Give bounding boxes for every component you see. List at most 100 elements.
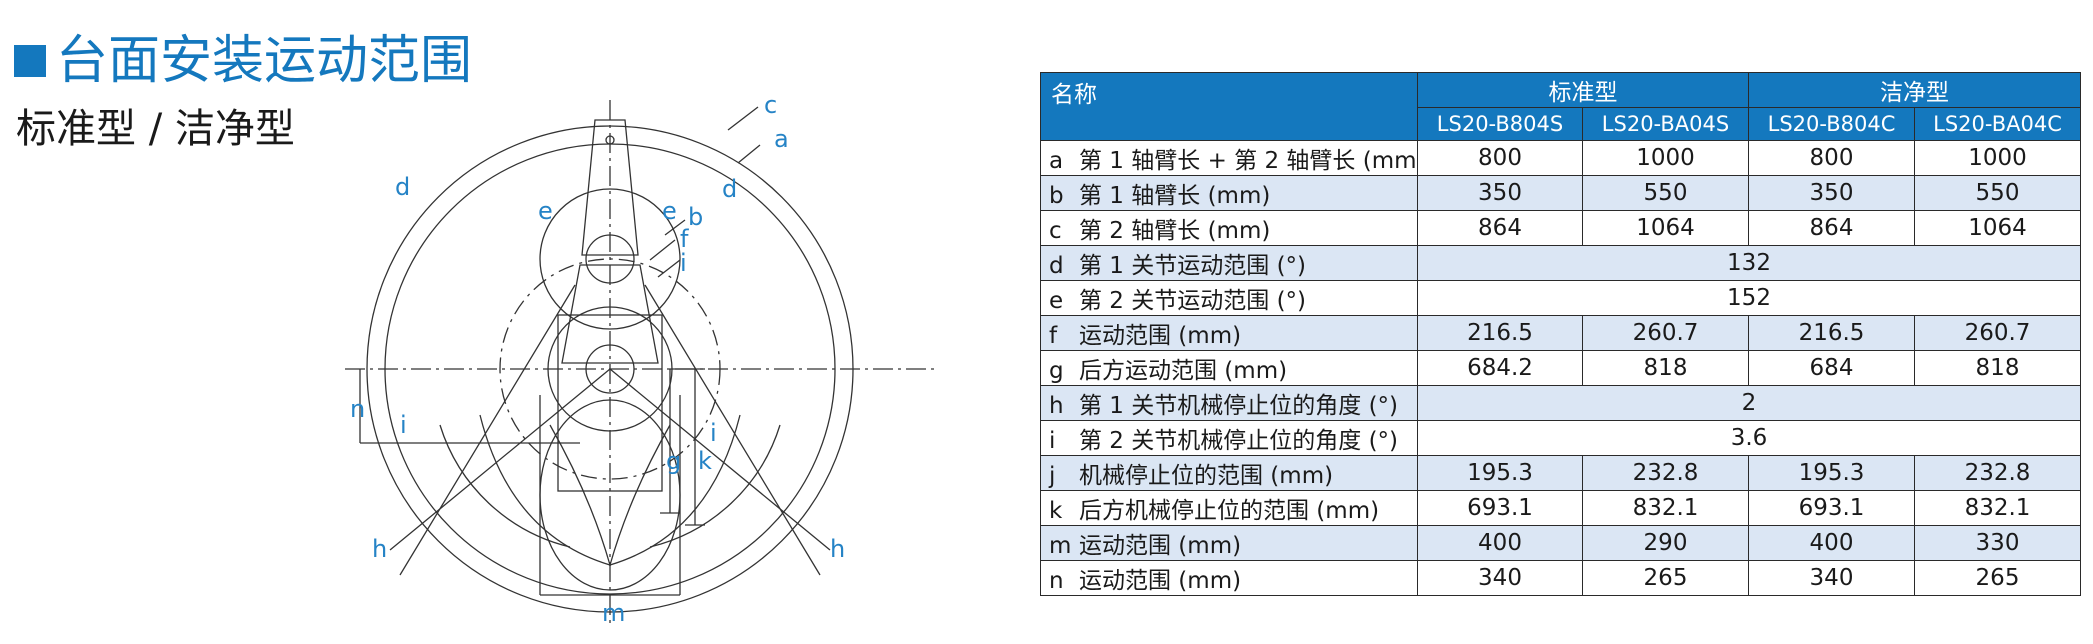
row-key: f xyxy=(1049,323,1058,349)
row-key: k xyxy=(1049,498,1063,524)
table-row: d 第 1 关节运动范围 (°) 132 xyxy=(1040,245,2081,281)
arm1-outline xyxy=(561,264,659,364)
row-value: 265 xyxy=(1914,560,2081,596)
row-value: 1064 xyxy=(1582,210,1749,246)
label-b: b xyxy=(688,203,703,231)
row-label: 第 1 关节运动范围 (°) xyxy=(1079,253,1307,279)
label-h-left: h xyxy=(372,535,387,563)
row-value: 832.1 xyxy=(1582,490,1749,526)
row-label: 后方机械停止位的范围 (mm) xyxy=(1079,498,1380,524)
row-key: a xyxy=(1049,148,1064,174)
model-header: LS20-B804S xyxy=(1417,107,1583,141)
elbow-circle-inner xyxy=(585,234,635,284)
row-label: 运动范围 (mm) xyxy=(1079,568,1242,594)
row-label: 运动范围 (mm) xyxy=(1079,323,1242,349)
row-value: 864 xyxy=(1748,210,1915,246)
page-subtitle: 标准型 / 洁净型 xyxy=(16,106,295,152)
row-value-merged: 3.6 xyxy=(1417,420,2081,456)
model-header: LS20-BA04S xyxy=(1582,107,1749,141)
row-name: h 第 1 关节机械停止位的角度 (°) xyxy=(1040,385,1418,421)
label-e-left: e xyxy=(538,197,553,225)
row-value: 350 xyxy=(1417,175,1583,211)
title-text: 台面安装运动范围 xyxy=(56,31,473,91)
row-value-merged: 132 xyxy=(1417,245,2081,281)
row-value: 232.8 xyxy=(1914,455,2081,491)
row-value: 1000 xyxy=(1914,140,2081,176)
label-g: g xyxy=(666,447,681,475)
row-name: k 后方机械停止位的范围 (mm) xyxy=(1040,490,1418,526)
row-value: 693.1 xyxy=(1417,490,1583,526)
label-d-right: d xyxy=(722,175,737,203)
row-value: 550 xyxy=(1582,175,1749,211)
row-value: 1000 xyxy=(1582,140,1749,176)
model-header: LS20-BA04C xyxy=(1914,107,2081,141)
row-value-merged: 2 xyxy=(1417,385,2081,421)
rear-lobe-right xyxy=(609,414,741,566)
row-label: 第 2 关节机械停止位的角度 (°) xyxy=(1079,428,1399,454)
row-label: 第 1 轴臂长 + 第 2 轴臂长 (mm) xyxy=(1079,148,1418,174)
row-name: f 运动范围 (mm) xyxy=(1040,315,1418,351)
row-value: 195.3 xyxy=(1417,455,1583,491)
row-value: 265 xyxy=(1582,560,1749,596)
row-key: m xyxy=(1049,533,1072,559)
row-label: 第 1 轴臂长 (mm) xyxy=(1079,183,1271,209)
row-value: 818 xyxy=(1914,350,2081,386)
row-name: i 第 2 关节机械停止位的角度 (°) xyxy=(1040,420,1418,456)
stop-line-right xyxy=(609,368,831,551)
row-key: h xyxy=(1049,393,1064,419)
rear-lobe-left xyxy=(479,414,611,566)
row-key: j xyxy=(1049,463,1056,489)
row-value: 350 xyxy=(1748,175,1915,211)
label-a: a xyxy=(774,125,789,153)
base-block xyxy=(557,314,663,492)
arm2-end xyxy=(605,135,615,145)
stop-line-left-2 xyxy=(399,284,576,576)
row-key: d xyxy=(1049,253,1064,279)
table-row: i 第 2 关节机械停止位的角度 (°) 3.6 xyxy=(1040,420,2081,456)
row-value: 195.3 xyxy=(1748,455,1915,491)
row-label: 第 1 关节机械停止位的角度 (°) xyxy=(1079,393,1399,419)
row-value: 818 xyxy=(1582,350,1749,386)
motion-range-diagram: c a d d e e b f i n i i g k h h m xyxy=(345,95,935,627)
row-value: 400 xyxy=(1748,525,1915,561)
table-row: h 第 1 关节机械停止位的角度 (°) 2 xyxy=(1040,385,2081,421)
label-e-right: e xyxy=(662,197,677,225)
row-name: d 第 1 关节运动范围 (°) xyxy=(1040,245,1418,281)
label-j: i xyxy=(680,249,687,277)
group-header-clean: 洁净型 xyxy=(1748,72,2081,108)
row-value: 684 xyxy=(1748,350,1915,386)
arm2-outline xyxy=(581,119,639,256)
row-value: 232.8 xyxy=(1582,455,1749,491)
label-m: m xyxy=(602,599,625,627)
row-value: 693.1 xyxy=(1748,490,1915,526)
rear-ellipse xyxy=(539,399,681,591)
row-key: i xyxy=(1049,428,1056,454)
row-value: 340 xyxy=(1748,560,1915,596)
row-label: 机械停止位的范围 (mm) xyxy=(1079,463,1334,489)
row-key: n xyxy=(1049,568,1064,594)
spec-table: 名称 标准型 洁净型 LS20-B804S LS20-BA04S LS20-B8… xyxy=(1040,72,2081,596)
row-value: 216.5 xyxy=(1417,315,1583,351)
base-circle-inner xyxy=(585,344,635,394)
row-value: 216.5 xyxy=(1748,315,1915,351)
row-value: 800 xyxy=(1748,140,1915,176)
row-value: 400 xyxy=(1417,525,1583,561)
row-value: 340 xyxy=(1417,560,1583,596)
row-label: 后方运动范围 (mm) xyxy=(1079,358,1288,384)
stop-line-left xyxy=(389,368,611,551)
row-name: n 运动范围 (mm) xyxy=(1040,560,1418,596)
row-key: e xyxy=(1049,288,1064,314)
row-value: 800 xyxy=(1417,140,1583,176)
row-name: a 第 1 轴臂长 + 第 2 轴臂长 (mm) xyxy=(1040,140,1418,176)
